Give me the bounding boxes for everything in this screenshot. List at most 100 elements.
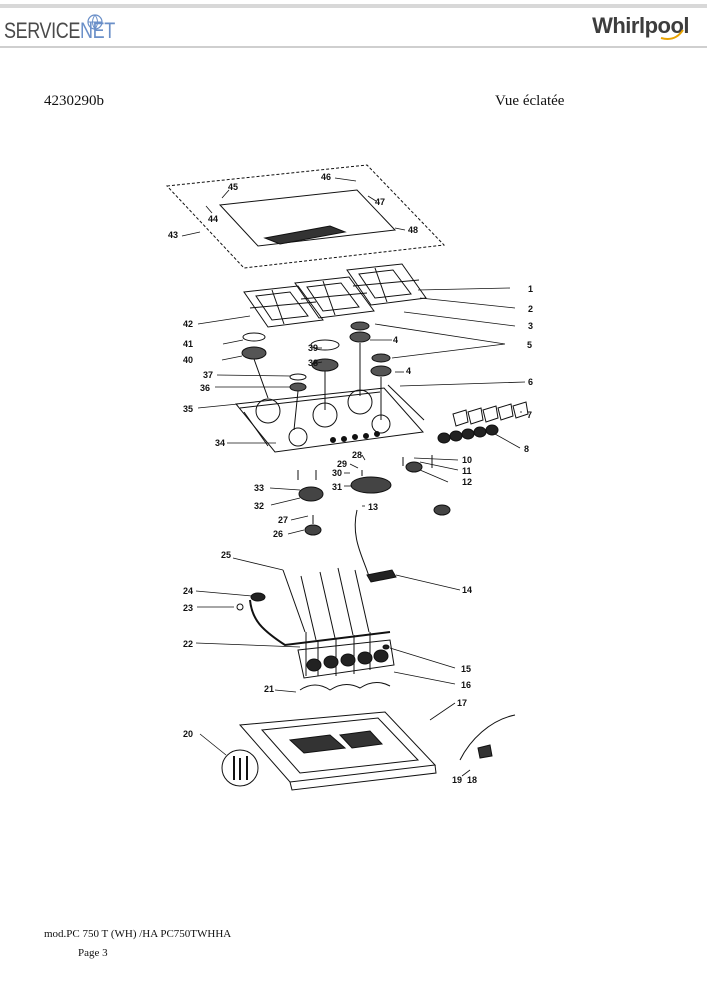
callout-24: 24	[183, 586, 193, 596]
burner-leader-lines	[253, 343, 382, 431]
callout-44: 44	[208, 214, 218, 224]
burner-head-4b	[370, 365, 392, 377]
callout-5: 5	[527, 340, 532, 350]
view-title: Vue éclatée	[495, 93, 565, 109]
gas-ramp	[249, 599, 391, 647]
callout-22: 22	[183, 639, 193, 649]
callout-13: 13	[368, 502, 378, 512]
fixing-kit-screws	[233, 756, 248, 780]
callout-10: 10	[462, 455, 472, 465]
burner-cap-5b	[371, 353, 391, 363]
hob-top	[235, 387, 424, 453]
callout-46: 46	[321, 172, 331, 182]
callout-32: 32	[254, 501, 264, 511]
callout-1: 1	[528, 284, 533, 294]
gas-taps	[282, 567, 371, 676]
burner-cap-37	[289, 373, 307, 381]
callout-27: 27	[278, 515, 288, 525]
burner-cap-41	[242, 332, 266, 342]
document-number: 4230290b	[44, 93, 104, 109]
callout-4a: 4	[393, 335, 398, 345]
callout-43: 43	[168, 230, 178, 240]
pan-support-left	[243, 285, 324, 328]
burner-base-32	[298, 486, 324, 502]
callout-47: 47	[375, 197, 385, 207]
hob-hole-rear-right	[347, 389, 373, 415]
burner-base-right	[433, 504, 451, 516]
servicenet-prefix: SERVICE	[4, 18, 81, 43]
callout-12: 12	[462, 477, 472, 487]
screws-injectors	[297, 455, 433, 524]
callout-11: 11	[462, 466, 472, 476]
callout-41: 41	[183, 339, 193, 349]
burner-base-26	[304, 524, 322, 536]
page-number: Page 3	[78, 947, 108, 959]
fixing-kit-outline	[221, 749, 259, 787]
hob-hole-front-right	[371, 414, 391, 434]
callout-leader-lines	[181, 177, 526, 777]
swoosh-icon	[660, 29, 684, 40]
callout-20: 20	[183, 729, 193, 739]
burner-head-40	[241, 346, 267, 360]
callout-23: 23	[183, 603, 193, 613]
burner-cap-5a	[350, 321, 370, 331]
burner-cap-39	[310, 339, 340, 351]
thermocouple-wire	[354, 509, 371, 581]
callout-14: 14	[462, 585, 472, 595]
lid-hinge-shadow	[263, 225, 347, 245]
callout-18: 18	[467, 775, 477, 785]
control-knobs	[452, 401, 529, 427]
pan-support-right	[346, 263, 427, 306]
tap-springs	[299, 682, 391, 691]
knob-holes	[330, 431, 380, 443]
bottom-tray-edge	[289, 764, 437, 791]
callout-37: 37	[203, 370, 213, 380]
callout-29: 29	[337, 459, 347, 469]
glass-lid-panel	[218, 189, 397, 247]
burner-base-31	[350, 476, 392, 494]
hob-hole-rear-left	[255, 398, 281, 424]
bottom-tray-inner	[260, 717, 420, 774]
callout-15: 15	[461, 664, 471, 674]
knob-bezels	[437, 424, 499, 444]
burner-head-36	[289, 382, 307, 392]
callout-31: 31	[332, 482, 342, 492]
callout-17: 17	[457, 698, 467, 708]
callout-2: 2	[528, 304, 533, 314]
seal-23	[236, 603, 244, 611]
callout-36: 36	[200, 383, 210, 393]
glass-lid-outline	[165, 164, 446, 269]
callout-42: 42	[183, 319, 193, 329]
callout-48: 48	[408, 225, 418, 235]
callout-33: 33	[254, 483, 264, 493]
tap-bracket	[297, 639, 395, 679]
callout-35: 35	[183, 404, 193, 414]
callout-45: 45	[228, 182, 238, 192]
hob-hole-center	[312, 402, 338, 428]
page-header: SERVICENET Whirlpool	[0, 0, 707, 48]
callout-40: 40	[183, 355, 193, 365]
power-cable	[459, 714, 516, 761]
gas-inlet-24	[250, 592, 266, 602]
callout-4b: 4	[406, 366, 411, 376]
burner-base-12	[405, 461, 423, 473]
callout-labels: 1 2 3 4 4 5 6 7 8 10 11 12 13 14 15 16 1…	[168, 172, 533, 785]
callout-39: 39	[308, 343, 318, 353]
hob-edge-strip	[387, 384, 425, 421]
callout-16: 16	[461, 680, 471, 690]
callout-34: 34	[215, 438, 225, 448]
callout-7: 7	[527, 410, 532, 420]
callout-19: 19	[452, 775, 462, 785]
callout-30: 30	[332, 468, 342, 478]
callout-21: 21	[264, 684, 274, 694]
header-rule-top	[0, 4, 707, 8]
tray-components	[288, 730, 384, 754]
burner-head-4a	[349, 331, 371, 343]
hob-hole-front-left	[288, 427, 308, 447]
globe-icon	[87, 14, 103, 30]
cable-clamp	[477, 744, 493, 759]
callout-8: 8	[524, 444, 529, 454]
ignition-unit-14	[366, 569, 397, 583]
seal-15	[382, 644, 390, 650]
